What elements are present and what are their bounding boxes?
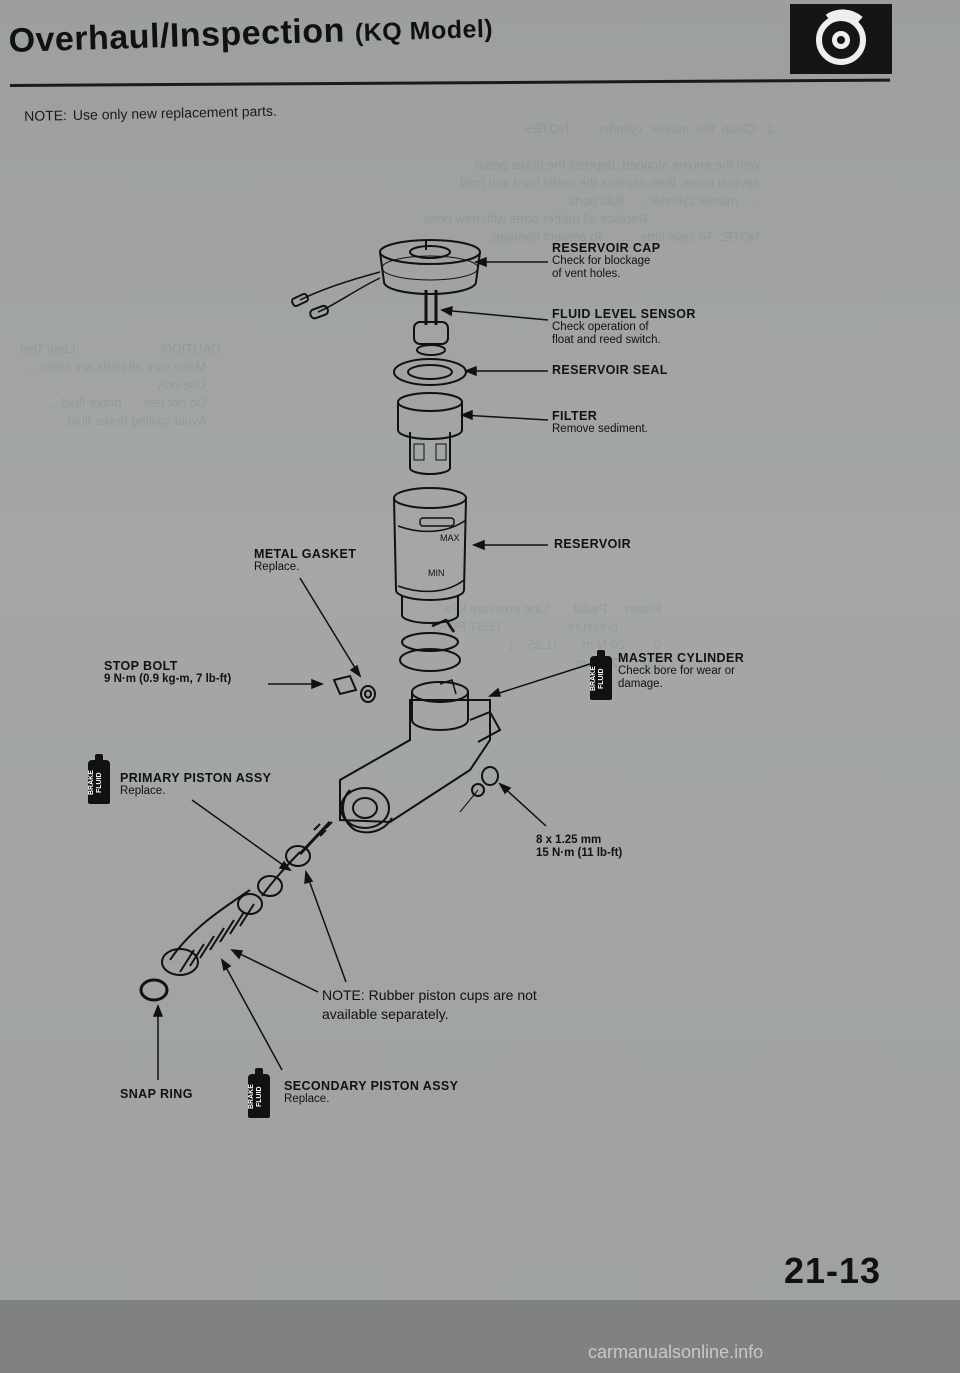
snap-ring-drawing [139, 978, 169, 1002]
min-mark: MIN [428, 568, 445, 578]
reservoir-drawing [393, 487, 467, 624]
secondary-piston-drawing [161, 889, 263, 976]
callout-stop-bolt: STOP BOLT 9 N·m (0.9 kg-m, 7 lb-ft) [104, 659, 232, 686]
reservoir-seal-drawing [393, 358, 467, 386]
callout-primary-piston: PRIMARY PISTON ASSY Replace. [120, 771, 272, 798]
callout-master-cylinder: MASTER CYLINDER Check bore for wear or d… [618, 651, 745, 691]
page-edge [0, 1300, 960, 1373]
brake-fluid-badge-primary: BRAKE FLUID [88, 754, 110, 804]
section-icon [790, 4, 892, 74]
watermark: carmanualsonline.info [588, 1342, 764, 1362]
fluid-level-sensor-drawing [413, 290, 449, 356]
callout-reservoir-seal: RESERVOIR SEAL [552, 363, 668, 377]
callout-bolt-spec: 8 x 1.25 mm 15 N·m (11 lb-ft) [536, 834, 623, 859]
callout-fluid-level-sensor: FLUID LEVEL SENSOR Check operation of fl… [552, 307, 696, 347]
filter-drawing [397, 392, 463, 475]
page-number: 21-13 [784, 1250, 882, 1291]
reservoir-cap-drawing [291, 239, 481, 320]
brake-fluid-badge-master: BRAKE FLUID [590, 650, 612, 700]
max-mark: MAX [440, 533, 460, 543]
callout-metal-gasket: METAL GASKET Replace. [254, 547, 357, 574]
master-cylinder-body-drawing [339, 679, 502, 834]
callout-reservoir: RESERVOIR [554, 537, 632, 551]
nut-washer-drawing [459, 766, 499, 813]
brake-fluid-badge-secondary: BRAKE FLUID [248, 1068, 270, 1118]
stop-bolt-drawing [332, 674, 376, 703]
primary-piston-drawing [257, 820, 333, 897]
callout-note-cups: NOTE: Rubber piston cups are not availab… [322, 987, 537, 1022]
callout-reservoir-cap: RESERVOIR CAP Check for blockage of vent… [552, 241, 661, 281]
clamp-drawing [399, 618, 461, 672]
callout-snap-ring: SNAP RING [120, 1087, 193, 1101]
callout-secondary-piston: SECONDARY PISTON ASSY Replace. [284, 1079, 459, 1106]
callout-filter: FILTER Remove sediment. [552, 409, 648, 436]
brake-disc-icon [816, 9, 866, 65]
